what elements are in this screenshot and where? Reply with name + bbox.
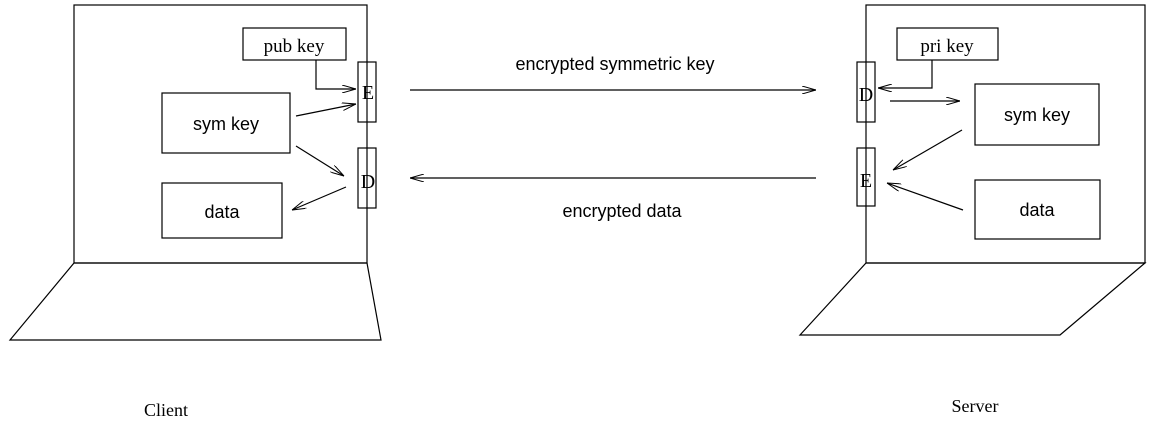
client-sym-key-to-encrypt-arrow — [295, 104, 356, 117]
client-sym-key-to-decrypt-arrow — [295, 145, 344, 176]
server-data-label: data — [1019, 200, 1055, 220]
client-pub-key-box: pub key — [242, 27, 347, 61]
client-pub-key-to-encrypt-arrow — [315, 60, 356, 89]
server-decrypt-port: D — [856, 61, 876, 123]
server-sym-key-box: sym key — [974, 83, 1100, 146]
client-data-box: data — [161, 182, 283, 239]
client-sym-key-box: sym key — [161, 92, 291, 154]
server-pri-key-to-decrypt-arrow — [878, 60, 933, 88]
client-caption: Client — [144, 400, 188, 420]
server-pri-key-label: pri key — [920, 36, 974, 57]
encrypted-data-label: encrypted data — [562, 201, 682, 221]
client-decrypt-to-data-arrow — [292, 186, 347, 210]
client-data-label: data — [204, 202, 240, 222]
client-encrypt-port: E — [357, 61, 377, 123]
client-laptop — [8, 4, 382, 341]
server-caption: Server — [952, 396, 999, 416]
server-laptop — [798, 4, 1147, 336]
server-sym-key-to-encrypt-arrow — [893, 129, 963, 170]
encrypted-symmetric-key-label: encrypted symmetric key — [515, 54, 714, 74]
client-encrypt-port-label: E — [362, 82, 374, 104]
client-decrypt-port: D — [357, 147, 377, 209]
server-decrypt-port-label: D — [859, 84, 873, 106]
client-decrypt-port-label: D — [361, 171, 375, 193]
server-pri-key-box: pri key — [896, 27, 999, 61]
server-data-box: data — [974, 179, 1101, 240]
client-pub-key-label: pub key — [264, 36, 325, 57]
server-sym-key-label: sym key — [1004, 105, 1070, 125]
server-encrypt-port-label: E — [860, 170, 872, 192]
server-encrypt-port: E — [856, 147, 876, 207]
server-screen — [865, 4, 1146, 264]
client-sym-key-label: sym key — [193, 114, 259, 134]
client-keyboard — [8, 262, 382, 341]
server-keyboard — [798, 262, 1147, 336]
server-data-to-encrypt-arrow — [887, 183, 964, 211]
